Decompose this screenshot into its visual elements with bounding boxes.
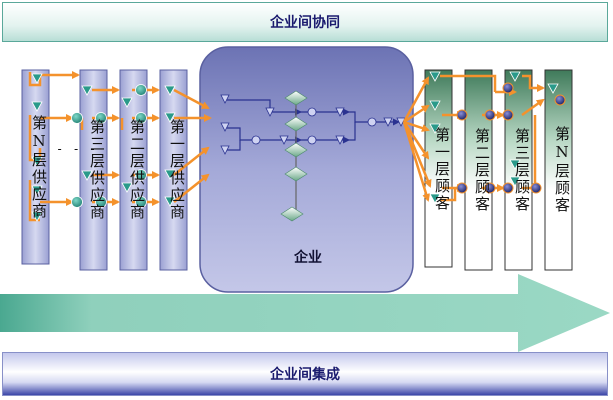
flow-triangle-node (509, 159, 521, 170)
flow-triangle-node (31, 211, 43, 222)
flow-triangle-node (509, 71, 521, 82)
supplier-tier-ellipsis: - - - (56, 142, 98, 156)
decision-diamond (280, 206, 304, 222)
flow-circle-node (502, 182, 514, 194)
flow-triangle-node (429, 100, 441, 111)
enterprise-block (199, 46, 414, 293)
decision-diamond (284, 166, 308, 182)
flow-circle-node (135, 84, 147, 96)
flow-circle-node (135, 112, 147, 124)
customer-column-2 (464, 69, 493, 271)
flow-circle-node (95, 196, 107, 208)
integration-title: 企业间集成 (270, 367, 340, 383)
supplier-column-3 (79, 69, 108, 271)
supplier-label-1: 第一层供应商 (168, 119, 186, 221)
process-triangle (396, 117, 406, 127)
decision-diamond (284, 90, 308, 106)
flow-circle-node (502, 82, 514, 94)
process-triangle (220, 122, 230, 132)
customer-label-3: 第三层顾客 (513, 127, 531, 213)
process-circle (251, 135, 261, 145)
inter-enterprise-integration-banner: 企业间集成 (2, 352, 608, 396)
flow-triangle-node (164, 112, 176, 123)
customer-label-2: 第二层顾客 (473, 127, 491, 213)
supplier-nodes (31, 73, 176, 222)
inter-enterprise-collaboration-banner: 企业间协同 (2, 2, 608, 42)
supplier-label-3: 第三层供应商 (88, 119, 106, 221)
flow-triangle-node (31, 73, 43, 84)
flow-triangle-node (121, 97, 133, 108)
supplier-column-n (21, 69, 50, 265)
flow-circle-node (135, 196, 147, 208)
flow-circle-node (456, 109, 468, 121)
flow-circle-node (95, 112, 107, 124)
process-triangle (279, 135, 289, 145)
customer-column-3 (504, 69, 533, 271)
flow-circle-node (502, 109, 514, 121)
process-circle (307, 107, 317, 117)
flow-triangle-node (81, 170, 93, 181)
flow-triangle-node (509, 176, 521, 187)
enterprise-label: 企业 (294, 250, 322, 266)
customer-label-1: 第一层顾客 (433, 126, 451, 212)
flow-circle-node (554, 94, 566, 106)
customer-column-1 (424, 69, 453, 268)
flow-triangle-node (31, 185, 43, 196)
enterprise-nodes (220, 90, 406, 222)
flow-triangle-node (121, 182, 133, 193)
flow-triangle-node (547, 83, 559, 94)
process-triangle (383, 117, 393, 127)
supplier-label-2: 第二层供应商 (128, 119, 146, 221)
decision-diamond (284, 142, 308, 158)
flow-circle-node (484, 109, 496, 121)
process-circle (307, 135, 317, 145)
flow-circle-node (484, 182, 496, 194)
customer-nodes (429, 71, 566, 204)
integration-flow-arrow (0, 274, 610, 352)
flow-circle-node (135, 169, 147, 181)
flow-triangle-node (164, 196, 176, 207)
flow-triangle-node (31, 101, 43, 112)
process-triangle (335, 107, 345, 117)
flow-triangle-node (81, 85, 93, 96)
collaboration-title: 企业间协同 (270, 15, 340, 31)
flow-triangle-node (31, 156, 43, 167)
flow-triangle-node (429, 123, 441, 134)
flow-circle-node (530, 182, 542, 194)
process-triangle (335, 135, 345, 145)
flow-triangle-node (429, 71, 441, 82)
flow-circle-node (456, 182, 468, 194)
flow-triangle-node (164, 85, 176, 96)
flow-circle-node (71, 112, 83, 124)
process-triangle (220, 145, 230, 155)
process-circle (367, 117, 377, 127)
flow-circle-node (71, 196, 83, 208)
process-triangle (220, 94, 230, 104)
decision-diamond (284, 116, 308, 132)
flow-triangle-node (164, 169, 176, 180)
process-triangle (265, 107, 275, 117)
flow-triangle-node (429, 193, 441, 204)
customer-label-n: 第N层顾客 (553, 126, 571, 214)
supplier-label-n: 第N层供应商 (30, 114, 48, 220)
